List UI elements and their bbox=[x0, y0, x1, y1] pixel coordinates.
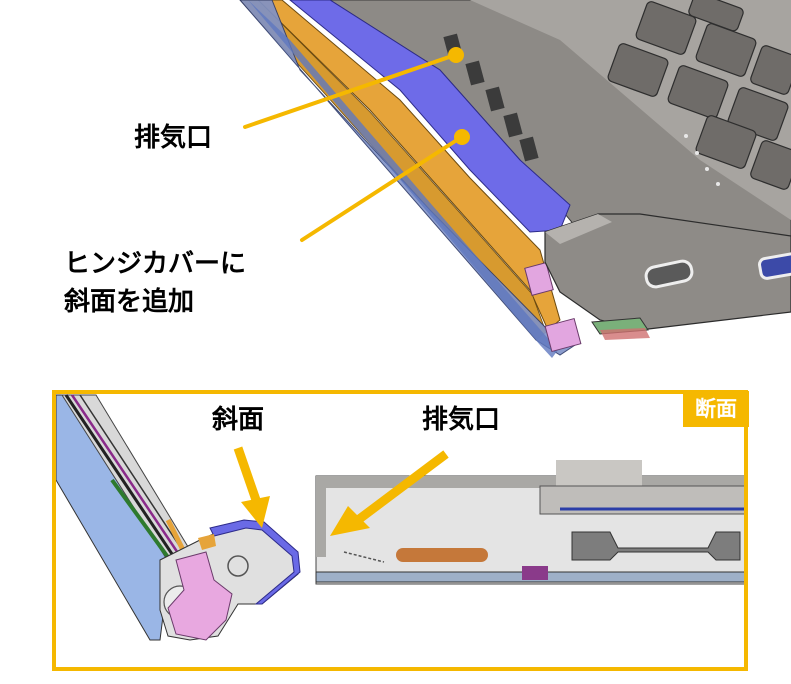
hinge-cover-label-line2: 斜面を追加 bbox=[64, 287, 195, 317]
section-exhaust-label: 排気口 bbox=[422, 405, 501, 435]
exhaust-port-label: 排気口 bbox=[134, 123, 213, 153]
slope-label: 斜面 bbox=[212, 405, 265, 435]
laptop-render bbox=[239, 0, 791, 358]
hinge-cover-label-line1: ヒンジカバーに bbox=[64, 249, 247, 279]
section-badge: 断面 bbox=[683, 391, 749, 427]
indicator-dots bbox=[684, 134, 720, 186]
keyboard-keys bbox=[607, 0, 791, 190]
section-panel-frame bbox=[52, 390, 748, 671]
callout-lines-top bbox=[243, 47, 470, 242]
